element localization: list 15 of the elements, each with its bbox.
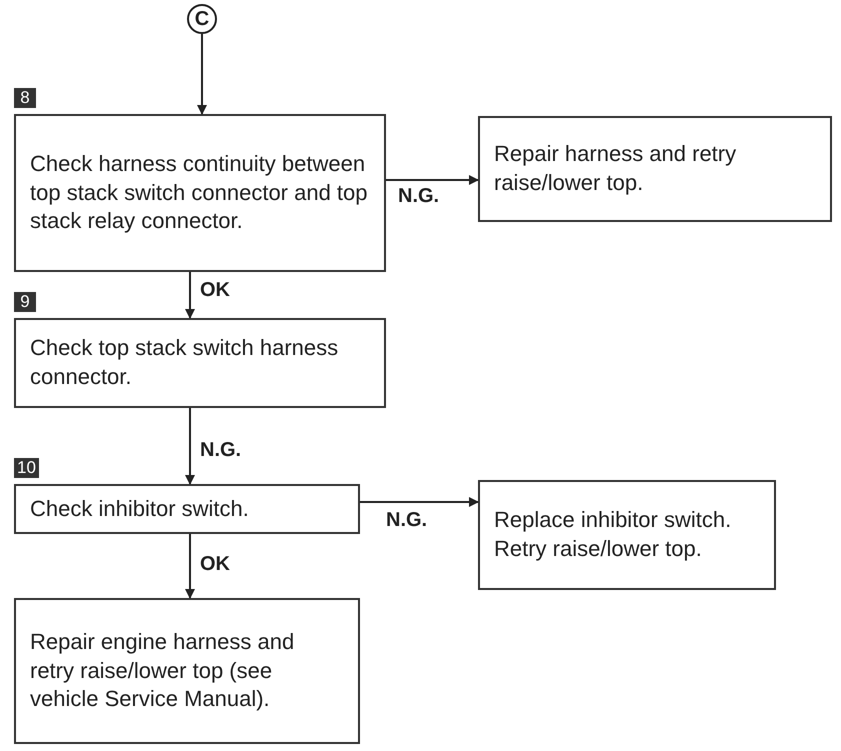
arrow: [185, 534, 195, 599]
process-box: Check inhibitor switch.: [14, 484, 360, 534]
process-box: Check harness continuity between top stack switch connector and top stack relay connector.: [14, 114, 386, 272]
process-box: Repair engine harness and retry raise/lower top (see vehicle Service Manual).: [14, 598, 360, 744]
process-box: Check top stack switch harness connector.: [14, 318, 386, 408]
arrow: [185, 408, 195, 485]
process-box: Replace inhibitor switch. Retry raise/lower top.: [478, 480, 776, 590]
arrow: [185, 272, 195, 319]
arrow: [197, 34, 207, 115]
arrow: [360, 497, 479, 507]
arrow: [386, 175, 479, 185]
step-number: 8: [14, 88, 36, 108]
step-number: 10: [14, 458, 39, 478]
step-number: 9: [14, 292, 36, 312]
process-box: Repair harness and retry raise/lower top.: [478, 116, 832, 222]
